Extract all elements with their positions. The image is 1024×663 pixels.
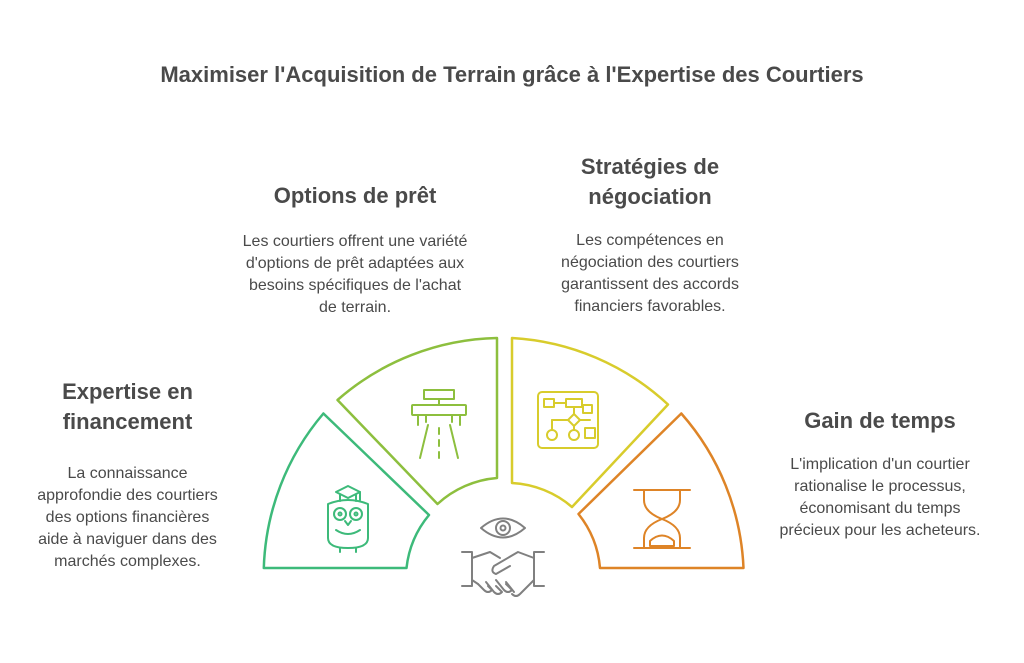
handshake-icon: [461, 551, 545, 597]
segment-strategies-negociation: [510, 336, 670, 509]
eye-icon: [480, 517, 526, 539]
segment-options-pret: [336, 336, 499, 506]
diagram-title: Maximiser l'Acquisition de Terrain grâce…: [160, 62, 864, 87]
section-text: La connaissance approfondie des courtier…: [37, 465, 218, 570]
highway-icon: [411, 389, 467, 459]
section-options-pret: Options de prêt Les courtiers offrent un…: [240, 181, 470, 319]
section-heading: Gain de temps: [804, 408, 956, 433]
section-heading: Options de prêt: [273, 183, 437, 208]
section-heading: Expertise en financement: [62, 379, 193, 434]
owl-icon: [327, 485, 369, 553]
section-text: Les courtiers offrent une variété d'opti…: [242, 233, 468, 316]
hourglass-icon: [633, 489, 691, 549]
section-heading: Stratégies de négociation: [580, 154, 720, 209]
section-strategies-negociation: Stratégies de négociation Les compétence…: [535, 152, 765, 318]
section-gain-temps: Gain de temps L'implication d'un courtie…: [770, 406, 990, 542]
flowchart-icon: [537, 391, 599, 449]
section-text: L'implication d'un courtier rationalise …: [779, 456, 981, 539]
segment-gain-temps: [577, 412, 745, 570]
segment-financement: [262, 412, 431, 570]
section-text: Les compétences en négociation des court…: [561, 232, 739, 315]
section-expertise-financement: Expertise en financement La connaissance…: [30, 377, 225, 573]
